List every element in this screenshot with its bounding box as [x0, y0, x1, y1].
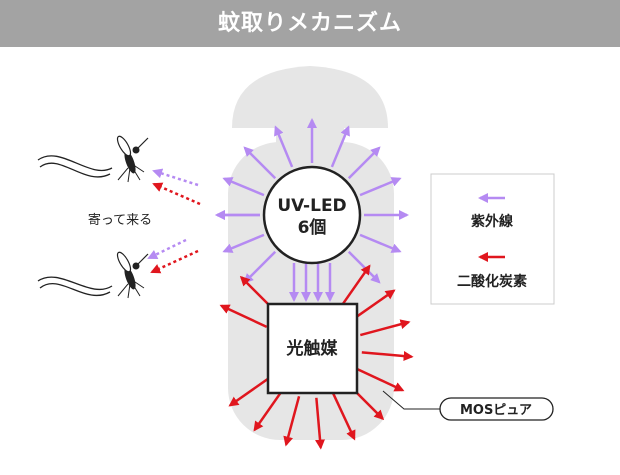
- uv-ray-arrow: [359, 233, 402, 253]
- uv-ray-arrow: [222, 177, 265, 197]
- mosquito-icon: [37, 135, 149, 183]
- uv-led-count: 6個: [298, 217, 327, 238]
- uv-attract-arrow: [147, 238, 187, 260]
- uv-legend-label: 紫外線: [471, 213, 513, 230]
- callout-leader: [382, 390, 440, 410]
- device-cap: [232, 66, 388, 128]
- co2-ray-arrow: [352, 289, 396, 321]
- approach-label: 寄って来る: [88, 212, 152, 228]
- mosquito-icon: [37, 251, 149, 299]
- co2-ray-arrow: [219, 304, 268, 329]
- photocatalyst-box: [266, 302, 359, 395]
- co2-legend-label: 二酸化炭素: [457, 273, 527, 290]
- co2-attract-arrow: [152, 182, 201, 206]
- mos-pure-callout: MOSピュア: [382, 390, 554, 421]
- attract-arrows: [147, 168, 201, 274]
- callout-pill: [439, 397, 554, 421]
- co2-ray-arrow: [359, 319, 411, 337]
- co2-ray-arrow: [228, 375, 272, 407]
- co2-ray-arrow: [253, 388, 285, 432]
- uv-ray-arrow: [347, 146, 381, 180]
- uv-ray-arrow: [243, 146, 277, 180]
- photocatalyst-label: 光触媒: [286, 338, 339, 359]
- uv-ray-arrow: [359, 177, 402, 197]
- co2-attract-arrow: [150, 249, 199, 274]
- page-title: 蚊取りメカニズム: [0, 0, 620, 47]
- co2-ray-arrow: [361, 351, 414, 361]
- uv-ray-arrow: [222, 233, 265, 253]
- co2-ray-arrow: [331, 392, 356, 441]
- co2-ray-arrow: [283, 395, 301, 447]
- uv-led-label: UV-LED: [277, 196, 346, 216]
- uv-ray-arrow: [330, 125, 350, 168]
- co2-ray-arrow: [315, 397, 325, 450]
- co2-ray-arrow: [356, 367, 405, 392]
- uv-attract-arrow: [152, 168, 199, 187]
- legend: 紫外線 二酸化炭素: [430, 173, 555, 305]
- uv-ray-arrow: [274, 125, 294, 168]
- co2-ray-arrow: [339, 264, 371, 308]
- legend-box: [430, 173, 555, 305]
- mos-pure-label: MOSピュア: [460, 403, 532, 418]
- uv-led-circle: [262, 165, 362, 265]
